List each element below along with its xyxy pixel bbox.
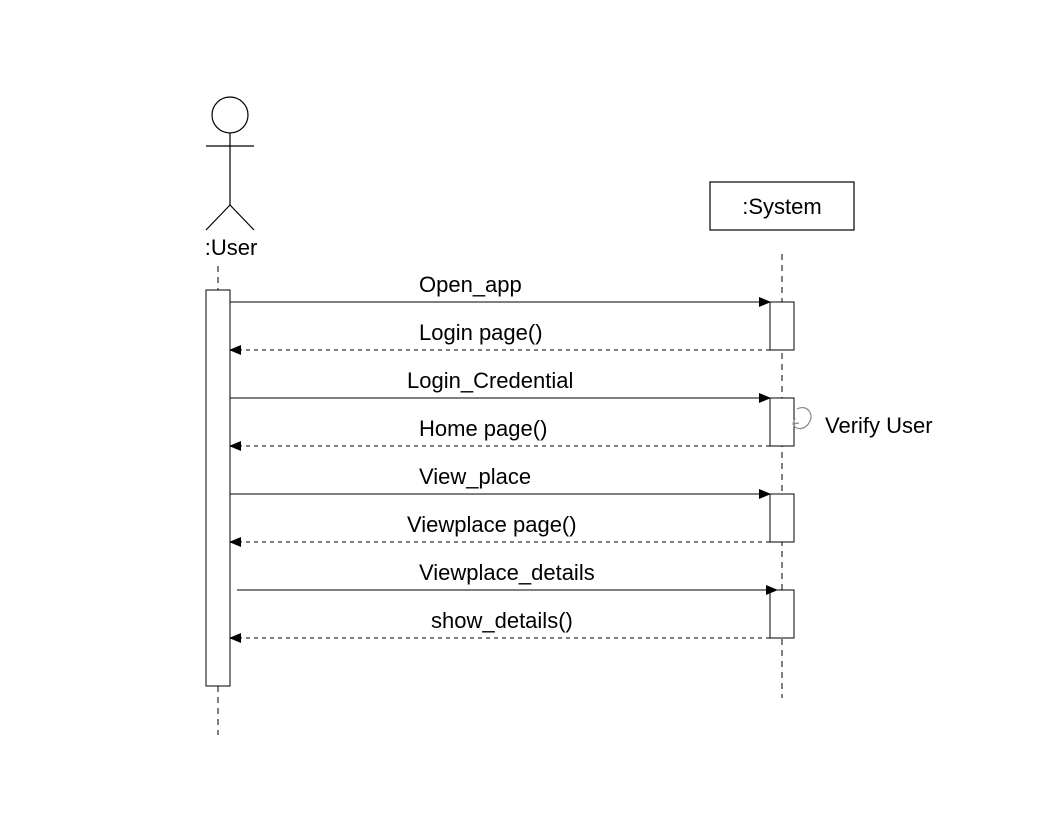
self-loop-icon [792,407,812,430]
actor-left-leg [205,204,231,231]
system-activation-bar-2 [769,397,795,447]
message-6: Viewplace page() [229,512,770,547]
message-2: Login page() [229,320,770,355]
message-7: Viewplace_details [237,560,778,595]
system-activation-bar-3 [769,493,795,543]
message-label: Home page() [419,416,547,441]
self-loop-arrowhead-icon [792,417,800,425]
message-label: Viewplace page() [407,512,577,537]
system-activation-bar-4 [769,589,795,639]
system-activation-bar-1 [769,301,795,351]
message-8: show_details() [229,608,770,643]
system-participant: :System [709,181,855,231]
system-label: :System [742,194,821,219]
message-label: Login_Credential [407,368,573,393]
user-activation-bar [205,289,231,687]
message-5: View_place [230,464,771,499]
message-1: Open_app [230,272,771,307]
message-label: Viewplace_details [419,560,595,585]
system-box [709,181,855,231]
message-label: show_details() [431,608,573,633]
actor-right-leg [229,204,255,231]
actor-head [211,96,249,134]
self-message-verify-user: Verify User [792,407,933,438]
message-4: Home page() [229,416,770,451]
message-label: Login page() [419,320,543,345]
message-label: View_place [419,464,531,489]
user-label: :User [205,235,258,260]
self-message-label: Verify User [825,413,933,438]
message-label: Open_app [419,272,522,297]
user-actor: :User [205,96,258,260]
message-3: Login_Credential [230,368,771,403]
